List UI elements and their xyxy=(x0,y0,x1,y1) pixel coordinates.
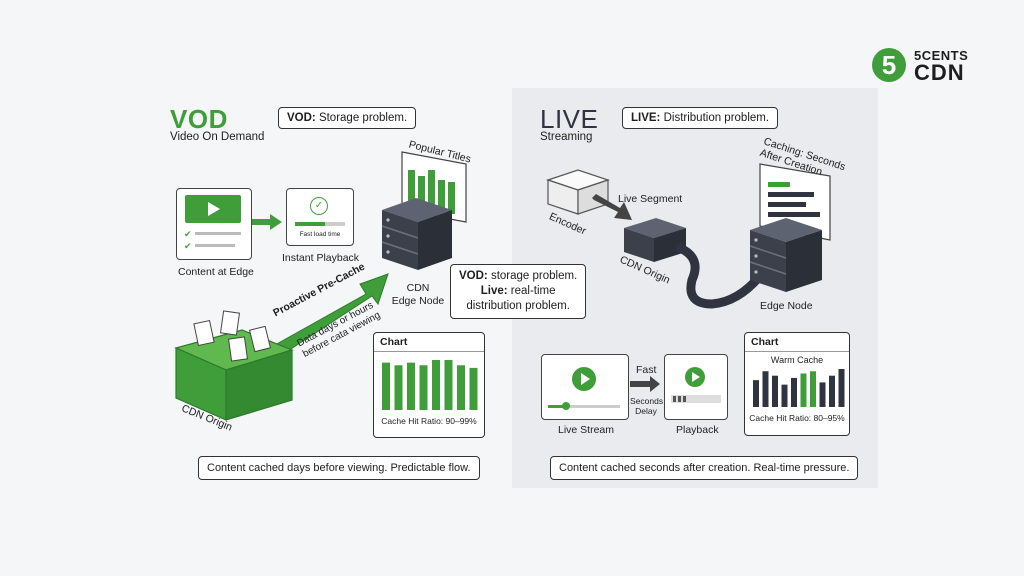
middle-live-text: real-time xyxy=(507,285,556,297)
live-subtitle: Streaming xyxy=(540,131,593,143)
origin-to-edge-cable xyxy=(676,243,765,309)
live-title: LIVE xyxy=(540,104,599,134)
live-callout: LIVE: Distribution problem. xyxy=(622,107,779,129)
vod-bottom-summary: Content cached days before viewing. Pred… xyxy=(198,456,480,480)
live-stream-progress xyxy=(548,405,620,408)
live-origin-server-icon xyxy=(624,218,686,262)
chart-bar xyxy=(432,360,440,410)
middle-live-bold: Live: xyxy=(480,285,508,297)
check-icon: ✔ xyxy=(184,241,192,251)
live-chart: Chart Warm Cache Cache Hit Ratio: 80–95% xyxy=(744,332,850,436)
play-button-icon xyxy=(685,367,705,387)
chart-bar xyxy=(419,365,428,410)
chart-bar xyxy=(382,362,390,410)
chart-bar xyxy=(457,365,465,410)
vod-edge-node-label: CDN Edge Node xyxy=(391,282,445,307)
chart-bar xyxy=(753,380,759,407)
instant-playback-card: ✓ Fast load time xyxy=(286,188,354,246)
chart-bar xyxy=(791,377,797,407)
video-thumbnail xyxy=(185,195,241,223)
live-chart-caption: Cache Hit Ratio: 80–95% xyxy=(749,413,845,423)
chart-bar xyxy=(762,371,769,407)
live-callout-text: Distribution problem. xyxy=(660,112,770,124)
middle-vod-bold: VOD: xyxy=(459,270,488,282)
arrow-edge-to-playback xyxy=(252,214,282,230)
live-segment-arrow xyxy=(592,194,632,220)
vod-callout: VOD: Storage problem. xyxy=(278,107,417,129)
chart-bar xyxy=(810,371,816,407)
play-button-icon xyxy=(572,367,596,391)
vod-subtitle: Video On Demand xyxy=(170,131,265,143)
chart-bar xyxy=(407,362,415,410)
middle-callout: VOD: storage problem. Live: real-time di… xyxy=(450,264,587,319)
fast-load-label: Fast load time xyxy=(299,231,341,238)
vod-edge-server-icon xyxy=(381,198,452,270)
live-edge-server-icon xyxy=(749,218,822,292)
middle-vod-text: storage problem. xyxy=(487,270,578,282)
play-icon xyxy=(208,202,220,216)
live-chart-subtitle: Warm Cache xyxy=(770,355,824,365)
vod-chart: Chart Cache Hit Ratio: 90–99% xyxy=(373,332,485,438)
chart-bar xyxy=(469,367,478,410)
content-at-edge-card: ✔ ✔ xyxy=(176,188,252,260)
seconds-delay-label: Seconds Delay xyxy=(630,396,664,416)
live-callout-bold: LIVE: xyxy=(631,112,661,124)
chart-bar xyxy=(819,382,826,407)
instant-playback-label: Instant Playback xyxy=(282,252,360,264)
document-icon xyxy=(193,310,272,362)
brand-logo: 5 5CENTS CDN xyxy=(872,46,982,86)
vod-chart-caption: Cache Hit Ratio: 90–99% xyxy=(381,416,477,426)
vod-chart-bars xyxy=(382,360,478,410)
chart-bar xyxy=(838,369,845,407)
playback-player xyxy=(664,354,728,420)
logo-bottom-text: CDN xyxy=(914,60,965,85)
fast-arrow xyxy=(630,376,660,392)
fast-label: Fast xyxy=(636,364,657,376)
check-icon: ✔ xyxy=(184,229,192,239)
vod-origin-box xyxy=(174,310,294,421)
live-stream-label: Live Stream xyxy=(558,424,615,436)
live-stream-player xyxy=(541,354,629,420)
vod-callout-text: Storage problem. xyxy=(315,112,408,124)
checkmark-circle-icon: ✓ xyxy=(310,197,328,215)
live-edge-node-label: Edge Node xyxy=(760,300,813,312)
logo-circle: 5 xyxy=(872,48,906,82)
live-bottom-summary: Content cached seconds after creation. R… xyxy=(550,456,859,480)
live-chart-title: Chart xyxy=(745,333,849,352)
chart-bar xyxy=(800,373,807,407)
chart-bar xyxy=(772,375,778,407)
chart-bar xyxy=(444,360,453,410)
content-at-edge-label: Content at Edge xyxy=(178,266,254,278)
live-chart-bars xyxy=(753,369,845,407)
logo-top-text: 5CENTS xyxy=(914,48,969,63)
middle-line3: distribution problem. xyxy=(466,300,570,312)
chart-bar xyxy=(781,384,788,407)
playback-label: Playback xyxy=(676,424,719,436)
vod-callout-bold: VOD: xyxy=(287,112,316,124)
chart-bar xyxy=(829,375,835,407)
buffer-bar xyxy=(671,395,721,403)
vod-title: VOD xyxy=(170,104,228,134)
chart-bar xyxy=(394,365,403,410)
vod-chart-title: Chart xyxy=(374,333,484,352)
progress-bar xyxy=(295,222,345,226)
live-segment-label: Live Segment xyxy=(618,193,683,205)
